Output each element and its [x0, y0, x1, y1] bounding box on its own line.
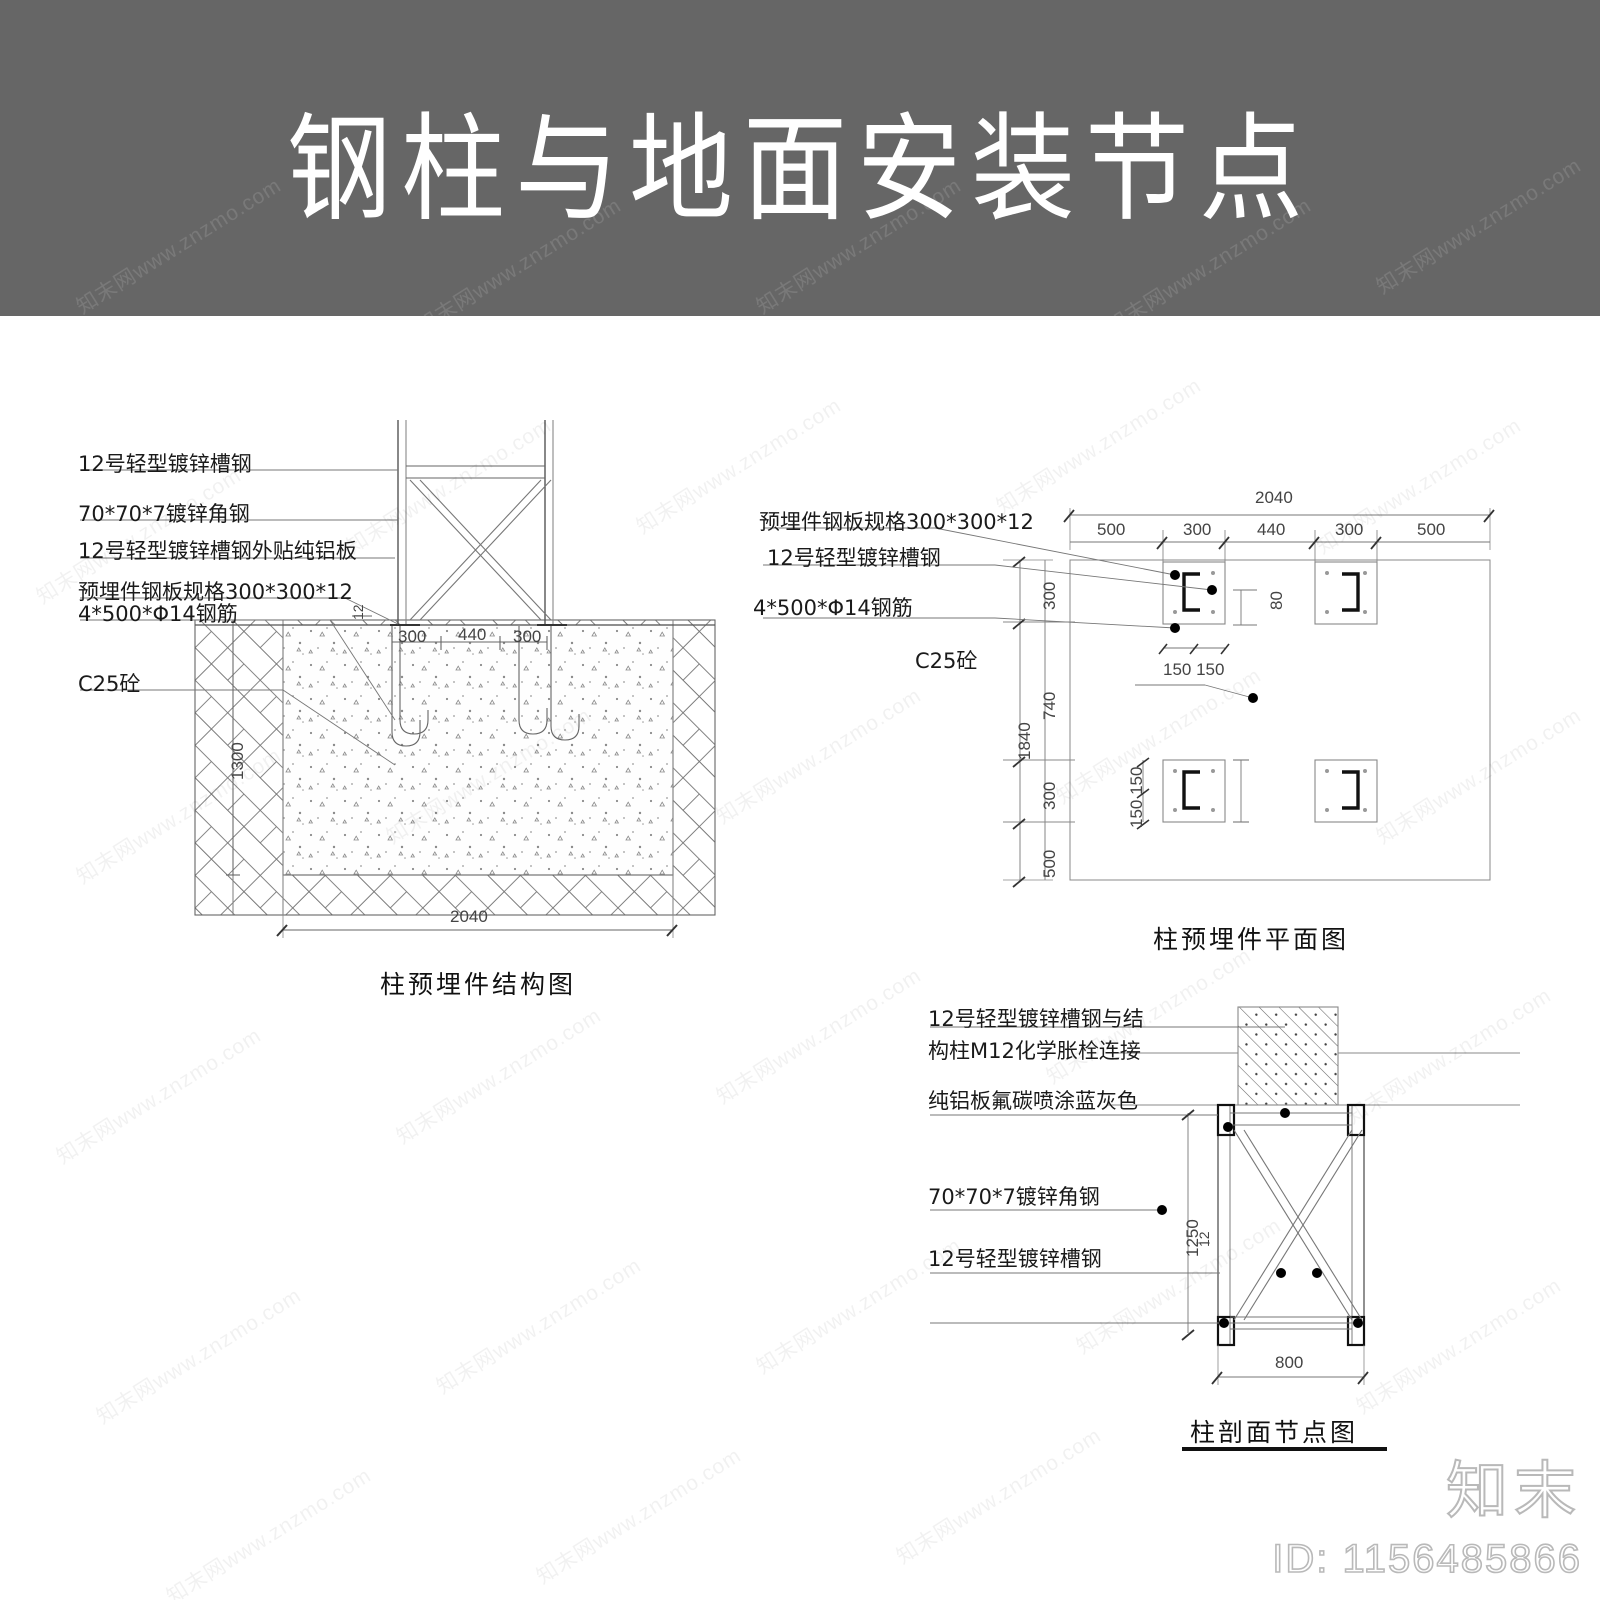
label-channel-steel-3: 12号轻型镀锌槽钢: [928, 1247, 1102, 1271]
caption-underline: [1182, 1447, 1387, 1451]
asset-id-label: ID: 1156485866: [1271, 1536, 1582, 1582]
dim-plate-edge-80: 80: [1267, 591, 1286, 610]
dim-plan-h-300-right: 300: [1335, 520, 1364, 539]
caption-column-section: 柱剖面节点图: [1190, 1418, 1359, 1447]
label-c25-concrete-1: C25砼: [78, 672, 141, 696]
dim-plan-overall-2040: 2040: [1255, 488, 1293, 507]
dim-plan-h-440: 440: [1257, 520, 1286, 539]
dim-bolt-spacing-side: 150 150: [1127, 766, 1146, 828]
dim-plan-h-500-right: 500: [1417, 520, 1446, 539]
label-c25-concrete-2: C25砼: [915, 649, 978, 673]
dim-section-thickness-12: 12: [1196, 1231, 1212, 1247]
label-embed-plate-spec-2: 预埋件钢板规格300*300*12: [759, 510, 1034, 534]
sheet-title-banner: 钢柱与地面安装节点: [0, 0, 1600, 316]
label-rebar-2: 4*500*Φ14钢筋: [753, 596, 913, 620]
dim-plan-v-740: 740: [1040, 691, 1059, 720]
label-angle-steel-1: 70*70*7镀锌角钢: [78, 502, 250, 526]
label-angle-steel-2: 70*70*7镀锌角钢: [928, 1185, 1100, 1209]
label-channel-steel-2: 12号轻型镀锌槽钢: [767, 546, 941, 570]
watermark-text: 知末网www.znzmo.com: [432, 1253, 646, 1399]
watermark-text: 知末网www.znzmo.com: [162, 1463, 376, 1600]
label-channel-chem-anchor-2: 构柱M12化学胀栓连接: [928, 1039, 1141, 1063]
label-alum-fluorocarbon: 纯铝板氟碳喷涂蓝灰色: [928, 1089, 1138, 1113]
label-channel-chem-anchor-1: 12号轻型镀锌槽钢与结: [928, 1007, 1144, 1031]
dim-plan-v-300-bot: 300: [1040, 781, 1059, 810]
dim-plan-overall-1840: 1840: [1015, 722, 1034, 760]
label-embed-plate-spec-1: 预埋件钢板规格300*300*12: [78, 580, 353, 604]
watermark-text: 知末网www.znzmo.com: [532, 1443, 746, 1589]
dim-plan-h-300-left: 300: [1183, 520, 1212, 539]
label-channel-steel-1: 12号轻型镀锌槽钢: [78, 452, 252, 476]
column-section-drawing: 12号轻型镀锌槽钢与结 构柱M12化学胀栓连接 纯铝板氟碳喷涂蓝灰色 70*70…: [900, 985, 1520, 1485]
dim-gap-440: 440: [458, 625, 487, 644]
dim-left-plate-300: 300: [398, 627, 427, 646]
page-title: 钢柱与地面安装节点: [286, 100, 1313, 237]
watermark-text: 知末网www.znzmo.com: [52, 1023, 266, 1169]
dim-plan-v-300-top: 300: [1040, 581, 1059, 610]
label-rebar-1: 4*500*Φ14钢筋: [78, 602, 238, 626]
dim-plan-h-500-left: 500: [1097, 520, 1126, 539]
dim-right-plate-300: 300: [513, 627, 542, 646]
caption-embed-plan: 柱预埋件平面图: [1153, 925, 1350, 954]
dim-plan-v-500: 500: [1040, 849, 1059, 878]
watermark-text: 知末网www.znzmo.com: [92, 1283, 306, 1429]
brand-logo: 知末: [1445, 1453, 1582, 1528]
foundation-section-drawing: 12号轻型镀锌槽钢 70*70*7镀锌角钢 12号轻型镀锌槽钢外贴纯铝板 预埋件…: [0, 420, 760, 1020]
watermark-text: 知末网www.znzmo.com: [392, 1003, 606, 1149]
dim-section-width-800: 800: [1275, 1353, 1304, 1372]
caption-foundation-section: 柱预埋件结构图: [380, 970, 577, 999]
dim-overall-2040: 2040: [450, 907, 488, 926]
dim-plate-thickness-12: 12: [350, 604, 366, 620]
label-channel-alum-panel: 12号轻型镀锌槽钢外贴纯铝板: [78, 539, 357, 563]
dim-depth-1300: 1300: [228, 742, 247, 780]
embed-plan-drawing: 预埋件钢板规格300*300*12 12号轻型镀锌槽钢 4*500*Φ14钢筋 …: [745, 470, 1535, 970]
dim-bolt-spacing-top: 150 150: [1163, 660, 1225, 679]
